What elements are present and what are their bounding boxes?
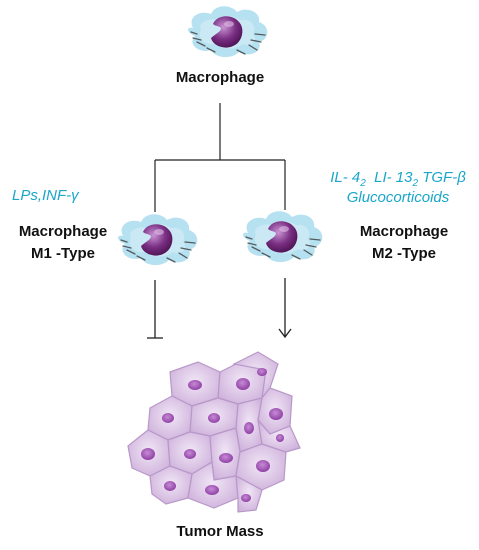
m2-promote-arrow	[278, 278, 292, 339]
branch-connector	[154, 103, 286, 212]
m2-type-label: M2 -Type	[372, 245, 436, 262]
macrophage-top-label: Macrophage	[175, 69, 265, 86]
m1-stimuli-label: LPs,INF-γ	[12, 187, 79, 204]
il13-text: LI- 13	[374, 169, 413, 186]
tumor-nuclei	[141, 368, 284, 502]
tumor-mass-label: Tumor Mass	[176, 523, 264, 540]
macrophage-top-icon	[187, 5, 268, 58]
il4-subscript: 2	[360, 178, 366, 189]
macrophage-m1-icon	[117, 213, 198, 266]
il4-text: IL- 4	[330, 169, 361, 186]
il13-subscript: 2	[412, 178, 419, 189]
m1-inhibit-arrow	[147, 280, 163, 339]
m2-stimuli-line2: Glucocorticoids	[346, 189, 450, 206]
m2-stimuli-line1: IL- 42 LI- 132 TGF-β	[318, 168, 478, 194]
m1-type-label: M1 -Type	[31, 245, 95, 262]
m1-title-label: Macrophage	[18, 223, 108, 240]
macrophage-m2-icon	[242, 210, 323, 263]
m2-title-label: Macrophage	[359, 223, 449, 240]
tgf-text: TGF-β	[422, 169, 466, 186]
